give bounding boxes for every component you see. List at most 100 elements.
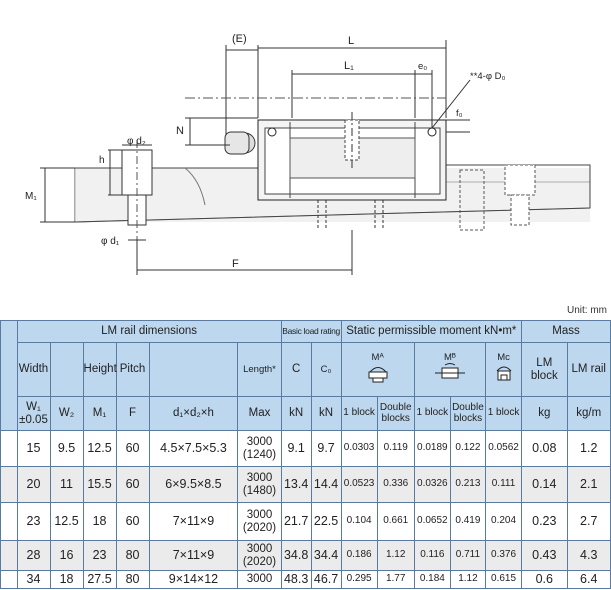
cell-mb1: 0.0326 bbox=[413, 466, 451, 503]
cell-rail: 6.4 bbox=[566, 570, 611, 589]
sub-block1a: 1 block bbox=[340, 396, 378, 431]
cell-d: 9×14×12 bbox=[148, 570, 239, 589]
cell-w2: 12.5 bbox=[49, 502, 84, 541]
unit-label: Unit: mm bbox=[567, 305, 607, 316]
cell-mb2: 0.419 bbox=[449, 502, 486, 541]
cell-f: 60 bbox=[115, 466, 150, 503]
cell-w1: 20 bbox=[16, 466, 51, 503]
moment-b-icon bbox=[434, 362, 465, 379]
cell-len-max: 3000 bbox=[246, 509, 273, 522]
cell-f: 80 bbox=[115, 540, 150, 571]
cell-w2: 9.5 bbox=[49, 430, 84, 467]
sub-kN2: kN bbox=[310, 396, 342, 431]
cell-w1: 34 bbox=[16, 570, 51, 589]
cell-mc: 0.615 bbox=[484, 570, 523, 589]
cell-mb1: 0.184 bbox=[413, 570, 451, 589]
cell-len-alt: (2020) bbox=[242, 555, 277, 568]
cell-f: 60 bbox=[115, 502, 150, 541]
cell-len: 3000(1240) bbox=[237, 430, 282, 467]
sub-block1b: 1 block bbox=[413, 396, 451, 431]
label-F: F bbox=[232, 258, 239, 270]
col-MB: Mᴮ bbox=[413, 342, 486, 397]
cell-c0: 22.5 bbox=[310, 502, 342, 541]
cell-ma1: 0.104 bbox=[340, 502, 378, 541]
sub-max: Max bbox=[237, 396, 282, 431]
sub-F: F bbox=[115, 396, 150, 431]
cell-len-max: 3000 bbox=[246, 472, 273, 485]
sub-double-b: Double blocks bbox=[449, 396, 486, 431]
sub-block1c: 1 block bbox=[484, 396, 523, 431]
label-E: (E) bbox=[232, 33, 247, 45]
sub-kgm: kg/m bbox=[566, 396, 611, 431]
cell-mb1: 0.0189 bbox=[413, 430, 451, 467]
cell-len-alt: (1480) bbox=[242, 484, 277, 497]
cell-w2: 18 bbox=[49, 570, 84, 589]
cell-mb2: 0.122 bbox=[449, 430, 486, 467]
sub-kg: kg bbox=[521, 396, 568, 431]
cell-ma1: 0.186 bbox=[340, 540, 378, 571]
label-d2: φ d₂ bbox=[127, 136, 146, 147]
cell-mb1: 0.0652 bbox=[413, 502, 451, 541]
sub-M1: M₁ bbox=[82, 396, 117, 431]
cell-m1: 18 bbox=[82, 502, 117, 541]
cell-mb1: 0.116 bbox=[413, 540, 451, 571]
cell-blk: 0.6 bbox=[521, 570, 568, 589]
label-L: L bbox=[348, 35, 354, 47]
cell-ma1: 0.295 bbox=[340, 570, 378, 589]
cell-mb2: 0.213 bbox=[449, 466, 486, 503]
cell-len: 3000(2020) bbox=[237, 540, 282, 571]
row-stub bbox=[0, 540, 18, 571]
col-MC: Mc bbox=[484, 342, 523, 397]
cell-w2: 11 bbox=[49, 466, 84, 503]
cell-len: 3000 bbox=[237, 570, 282, 589]
cell-blk: 0.14 bbox=[521, 466, 568, 503]
cell-c0: 46.7 bbox=[310, 570, 342, 589]
col-lm-rail: LM rail bbox=[566, 342, 611, 397]
sub-W1-label: W₁ bbox=[26, 401, 41, 414]
label-N: N bbox=[176, 125, 184, 137]
group-moment: Static permissible moment kN•m* bbox=[340, 320, 523, 343]
cell-rail: 4.3 bbox=[566, 540, 611, 571]
label-e0: e₀ bbox=[418, 61, 427, 72]
cell-c: 48.3 bbox=[280, 570, 312, 589]
col-MC-label: Mc bbox=[497, 351, 510, 363]
cell-d: 6×9.5×8.5 bbox=[148, 466, 239, 503]
col-length: Length* bbox=[237, 342, 282, 397]
cell-ma2: 1.77 bbox=[376, 570, 415, 589]
sub-kN1: kN bbox=[280, 396, 312, 431]
cell-len-max: 3000 bbox=[246, 543, 273, 556]
cell-c: 9.1 bbox=[280, 430, 312, 467]
cell-mc: 0.111 bbox=[484, 466, 523, 503]
cell-len-alt: (1240) bbox=[242, 448, 277, 461]
cell-m1: 27.5 bbox=[82, 570, 117, 589]
col-MA: Mᴬ bbox=[340, 342, 415, 397]
label-M1: M₁ bbox=[25, 191, 37, 202]
cell-ma1: 0.0303 bbox=[340, 430, 378, 467]
cell-c0: 34.4 bbox=[310, 540, 342, 571]
cell-ma2: 0.119 bbox=[376, 430, 415, 467]
col-C: C bbox=[280, 342, 312, 397]
cell-len: 3000(1480) bbox=[237, 466, 282, 503]
sub-tol: ±0.05 bbox=[19, 413, 48, 426]
col-empty bbox=[49, 342, 84, 397]
cell-m1: 12.5 bbox=[82, 430, 117, 467]
row-stub bbox=[0, 502, 18, 541]
cell-ma2: 1.12 bbox=[376, 540, 415, 571]
label-h: h bbox=[99, 155, 105, 166]
label-L1: L₁ bbox=[344, 60, 354, 72]
col-height: Height bbox=[82, 342, 117, 397]
col-pitch: Pitch bbox=[115, 342, 150, 397]
cell-m1: 23 bbox=[82, 540, 117, 571]
cell-c: 13.4 bbox=[280, 466, 312, 503]
label-d1: φ d₁ bbox=[101, 236, 120, 247]
cell-ma2: 0.661 bbox=[376, 502, 415, 541]
cell-w1: 15 bbox=[16, 430, 51, 467]
cell-ma2: 0.336 bbox=[376, 466, 415, 503]
group-mass: Mass bbox=[521, 320, 611, 343]
sub-W1: W₁±0.05 bbox=[16, 396, 51, 431]
spec-table: LM rail dimensions Basic load rating Sta… bbox=[0, 320, 611, 589]
col-lm-block: LM block bbox=[521, 342, 568, 397]
